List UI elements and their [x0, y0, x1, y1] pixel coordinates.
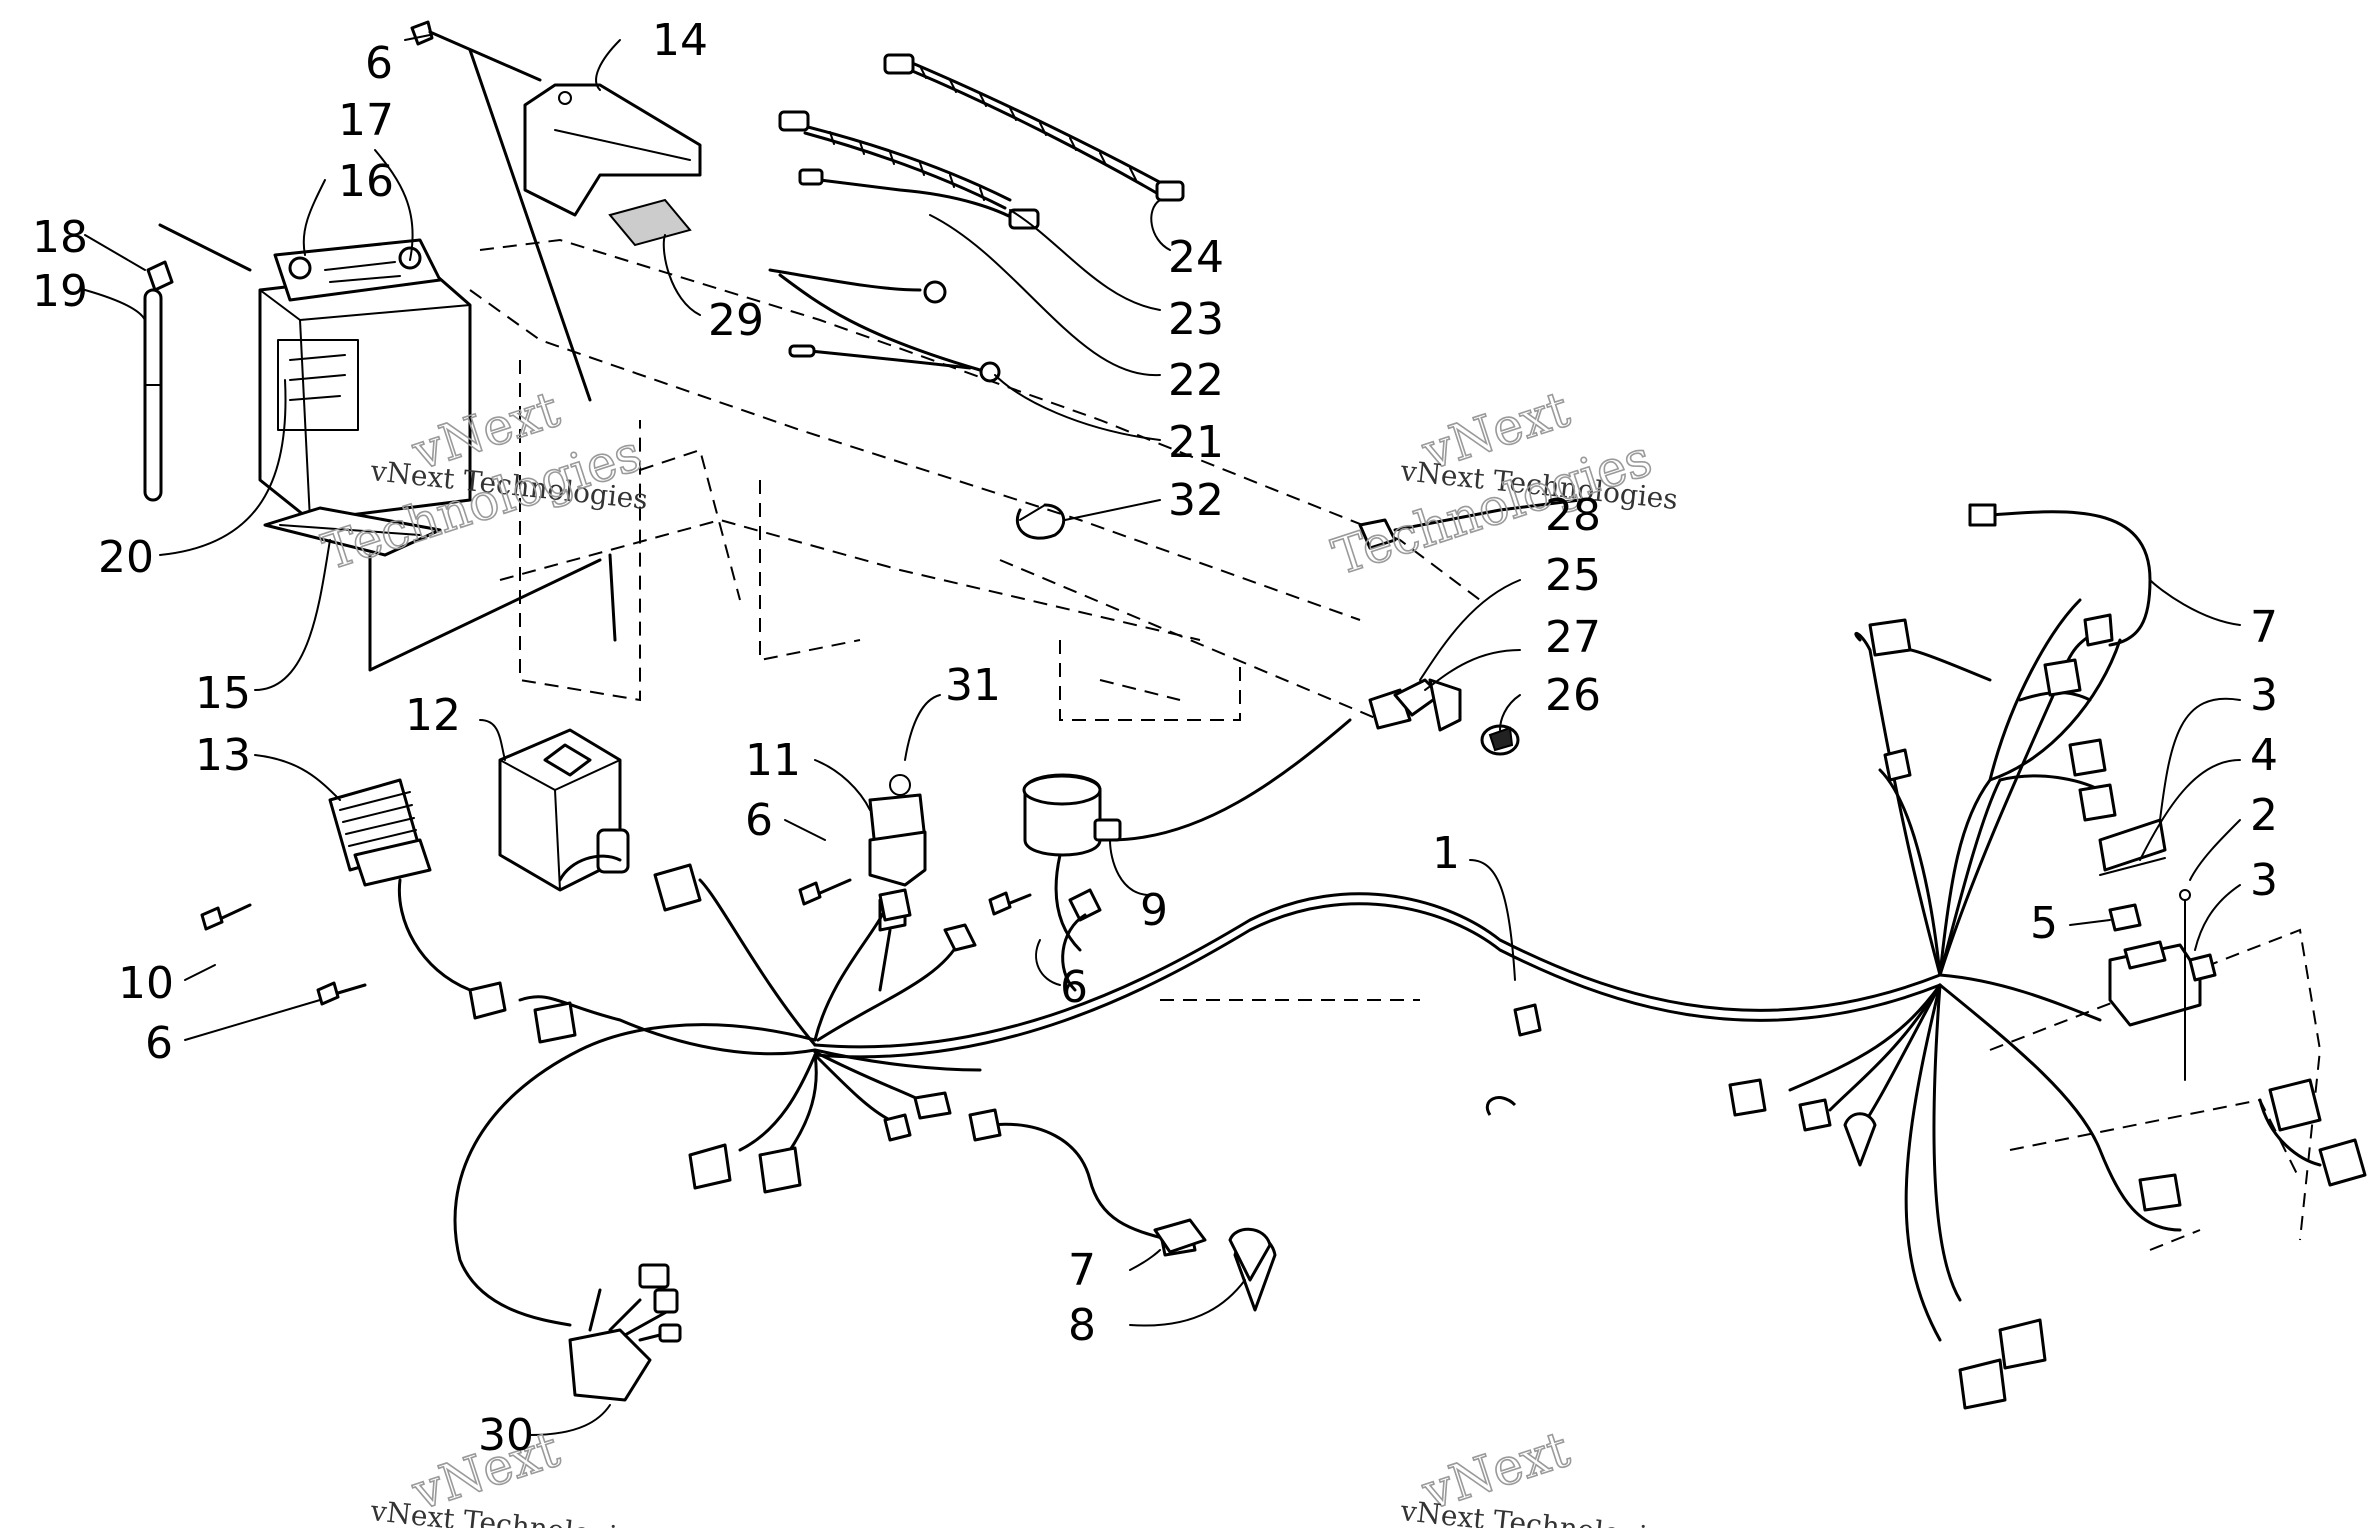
callout-18: 18 — [32, 212, 88, 263]
ignition-coil — [1022, 718, 1352, 952]
callout-3-top: 3 — [2250, 670, 2278, 721]
bulb-7-lower — [1153, 1218, 1207, 1254]
watermark-4: vNext vNext Technologies — [1398, 1419, 1679, 1528]
callout-16: 16 — [338, 156, 394, 207]
callout-22: 22 — [1168, 355, 1224, 406]
fuse-block — [2108, 889, 2217, 1081]
strap-line — [468, 48, 592, 402]
callout-5: 5 — [2030, 898, 2058, 949]
callout-23: 23 — [1168, 294, 1224, 345]
callout-25: 25 — [1545, 550, 1601, 601]
right-connectors — [2138, 1078, 2367, 1212]
callout-1: 1 — [1432, 828, 1460, 879]
callout-7-upper: 7 — [2250, 602, 2278, 653]
callout-6-top: 6 — [365, 38, 393, 89]
callout-24: 24 — [1168, 232, 1224, 283]
callout-31: 31 — [945, 660, 1001, 711]
cable-24 — [883, 53, 1185, 202]
callout-20: 20 — [98, 532, 154, 583]
regulator — [328, 778, 432, 887]
cable-23 — [778, 110, 1040, 230]
spark-plug-cap — [1368, 678, 1520, 756]
watermark-full: vNext Technologies — [1398, 1494, 1679, 1528]
battery-bracket — [523, 83, 702, 247]
bolts — [200, 878, 1032, 1006]
callouts: 14 6 17 16 18 19 20 15 29 24 23 22 21 32… — [32, 15, 2278, 1461]
callout-7-lower: 7 — [1068, 1245, 1096, 1296]
battery — [258, 238, 472, 522]
callout-4: 4 — [2250, 730, 2278, 781]
callout-32: 32 — [1168, 475, 1224, 526]
bracket-3-top — [2098, 818, 2167, 876]
callout-3-bottom: 3 — [2250, 855, 2278, 906]
connector-6c — [1061, 888, 1102, 992]
callout-28: 28 — [1545, 490, 1601, 541]
callout-17: 17 — [338, 95, 394, 146]
callout-15: 15 — [195, 668, 251, 719]
callout-26: 26 — [1545, 670, 1601, 721]
cable-22 — [768, 268, 1001, 383]
leader-lines — [84, 34, 2241, 1436]
callout-6-right: 6 — [1060, 962, 1088, 1013]
callout-8: 8 — [1068, 1300, 1096, 1351]
main-harness — [397, 510, 2182, 1342]
battery-pad — [263, 506, 442, 557]
callout-11: 11 — [745, 735, 801, 786]
cdi-unit — [498, 728, 630, 892]
starter-relay — [868, 774, 927, 992]
sub-harness-30 — [568, 1263, 682, 1402]
socket-8 — [1228, 1227, 1272, 1282]
clamp-32 — [1016, 503, 1066, 540]
callout-13: 13 — [195, 730, 251, 781]
callout-6-mid: 6 — [745, 795, 773, 846]
watermark-full: vNext Technologies — [368, 1494, 649, 1528]
callout-27: 27 — [1545, 612, 1601, 663]
callout-9: 9 — [1140, 885, 1168, 936]
battery-strap-lines — [158, 223, 617, 672]
callout-21: 21 — [1168, 417, 1224, 468]
callout-10: 10 — [118, 958, 174, 1009]
callout-12: 12 — [405, 690, 461, 741]
callout-2: 2 — [2250, 790, 2278, 841]
sensor-28 — [1358, 498, 1582, 550]
watermark-2: vNext vNext Technologies Technologies — [1325, 379, 1679, 587]
callout-14: 14 — [652, 15, 708, 66]
harness-connectors — [468, 503, 2117, 1410]
callout-19: 19 — [32, 266, 88, 317]
callout-29: 29 — [708, 295, 764, 346]
callout-6-left: 6 — [145, 1018, 173, 1069]
vent-tube — [143, 260, 174, 502]
callout-30: 30 — [478, 1410, 534, 1461]
